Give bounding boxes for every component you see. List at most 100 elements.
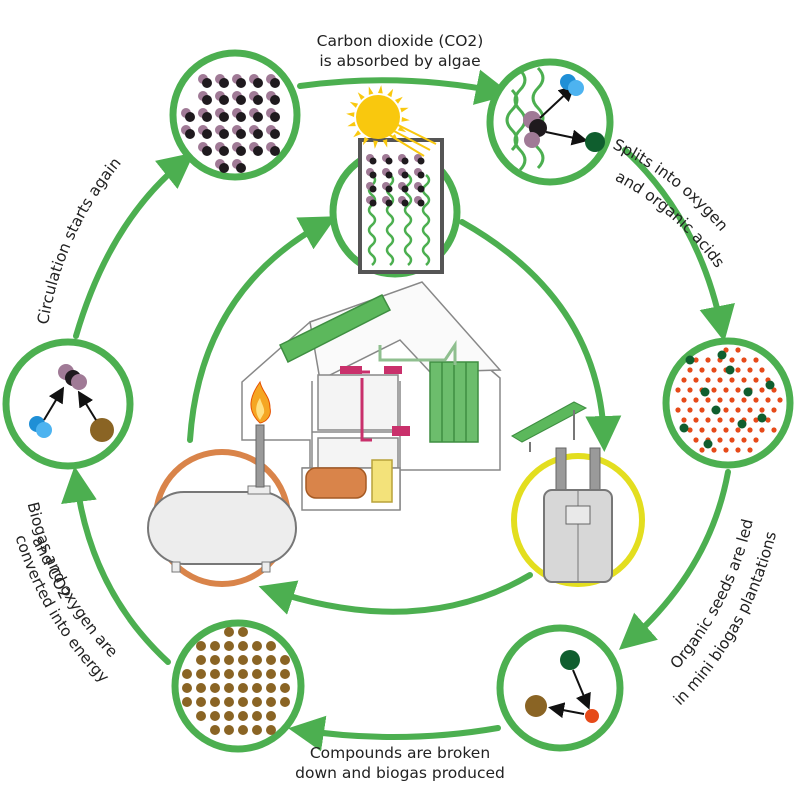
seed-dot — [717, 417, 723, 423]
co2-molecule-dot — [253, 95, 263, 105]
panel-molecule-dot — [369, 199, 377, 207]
circle-algae-split — [486, 58, 614, 186]
label-step3-line2: in mini biogas plantations — [670, 530, 780, 709]
organic-acid-dot — [685, 355, 695, 365]
label-step6-line1: Circulation starts again — [34, 154, 125, 326]
biogas-dot — [224, 683, 234, 693]
organic-acid-dot — [743, 387, 753, 397]
co2-molecule-dot — [202, 95, 212, 105]
seed-dot — [747, 407, 753, 413]
panel-molecule-dot — [401, 199, 409, 207]
biogas-dot — [266, 697, 276, 707]
biogas-dot — [266, 669, 276, 679]
biogas-dot — [196, 655, 206, 665]
sun-icon — [346, 85, 437, 157]
co2-molecule-dot — [185, 129, 195, 139]
organic-acid-dot — [725, 365, 735, 375]
co2-molecule-dot — [236, 78, 246, 88]
co2-molecule-dot — [236, 163, 246, 173]
co2-molecule-dot — [270, 95, 280, 105]
seed-dot — [759, 427, 765, 433]
biogas-dot — [238, 655, 248, 665]
co2-molecule-dot — [253, 146, 263, 156]
flame-icon — [250, 380, 271, 424]
organic-acid-dot — [700, 387, 710, 397]
biogas-dot — [224, 711, 234, 721]
sun-ray — [394, 96, 403, 104]
co2-molecule-dot — [219, 129, 229, 139]
seed-dot — [759, 407, 765, 413]
biogas-dot — [224, 655, 234, 665]
seed-dot — [717, 437, 723, 443]
biogas-dot — [210, 683, 220, 693]
seed-dot — [723, 407, 729, 413]
circle-biogas — [171, 619, 305, 753]
arrow-left — [73, 152, 195, 339]
co2-molecule-dot — [219, 95, 229, 105]
panel-molecule-dot — [401, 157, 409, 165]
biogas-dot — [182, 669, 192, 679]
co2-molecule-dot — [202, 112, 212, 122]
sun-ray — [373, 140, 378, 149]
co2-molecule-dot — [253, 78, 263, 88]
co2-molecule-dot — [202, 129, 212, 139]
seed-dot — [735, 407, 741, 413]
seed-dot — [675, 407, 681, 413]
seed-dot — [705, 417, 711, 423]
digester-icon — [511, 447, 645, 587]
sun-ray — [368, 86, 374, 95]
biogas-dot — [238, 697, 248, 707]
seed-dot — [753, 377, 759, 383]
seed-dot — [693, 397, 699, 403]
seed-dot — [705, 397, 711, 403]
inner-arrow-bottom — [258, 572, 533, 615]
seed-dot — [729, 397, 735, 403]
seed-dot — [771, 387, 777, 393]
biogas-dot — [196, 641, 206, 651]
seed-dot — [753, 397, 759, 403]
biogas-dot — [196, 683, 206, 693]
biogas-dot — [224, 725, 234, 735]
seed-dot — [681, 377, 687, 383]
seed-dot — [687, 407, 693, 413]
biogas-dot — [280, 697, 290, 707]
biogas-dot — [210, 697, 220, 707]
seed-dot — [765, 417, 771, 423]
seed-dot — [693, 437, 699, 443]
seed-dot — [747, 447, 753, 453]
sun-ray — [400, 107, 409, 113]
seed-dot — [729, 417, 735, 423]
seed-dot — [753, 437, 759, 443]
biogas-dot — [266, 683, 276, 693]
circle-compounds — [496, 624, 624, 752]
inner-arrow-right-down — [459, 219, 622, 452]
seed-dot — [735, 367, 741, 373]
biogas-dot — [252, 683, 262, 693]
seed-dot — [747, 367, 753, 373]
label-step1-line1: Carbon dioxide (CO2) — [317, 32, 484, 50]
panel-molecule-dot — [369, 157, 377, 165]
panel-molecule-dot — [401, 185, 409, 193]
sun-ray — [353, 130, 362, 138]
biogas-dot — [238, 711, 248, 721]
biogas-dot — [252, 641, 262, 651]
biogas-dot — [182, 683, 192, 693]
arrow-top — [297, 69, 512, 105]
co2-molecule-dot — [202, 146, 212, 156]
seed-dot — [687, 427, 693, 433]
seed-dot — [687, 387, 693, 393]
co2-molecule-dot — [236, 95, 246, 105]
co2-molecule-dot — [270, 112, 280, 122]
co2-molecule-dot — [236, 129, 246, 139]
seed-dot — [723, 387, 729, 393]
biogas-dot — [266, 711, 276, 721]
co2-molecule-dot — [219, 146, 229, 156]
seed-dot — [705, 357, 711, 363]
arrow-top-right — [622, 147, 735, 342]
organic-acid-dot — [717, 350, 727, 360]
panel-molecule-dot — [385, 199, 393, 207]
seed-dot — [759, 387, 765, 393]
circle-organic-seeds — [662, 337, 794, 469]
seed-dot — [741, 397, 747, 403]
co2-molecule-dot — [236, 112, 246, 122]
